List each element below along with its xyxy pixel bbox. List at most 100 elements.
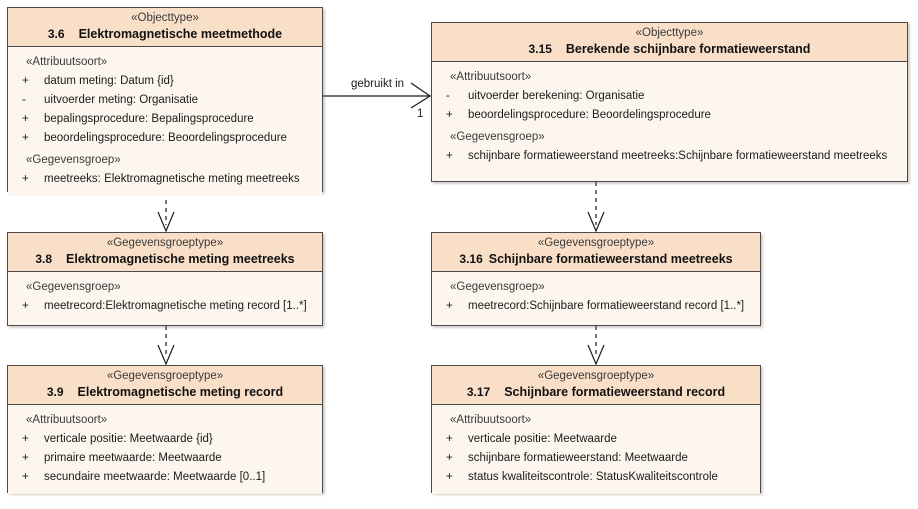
attribute-label: bepalingsprocedure: Bepalingsprocedure: [44, 113, 254, 125]
class-stereotype: «Gegevensgroeptype»: [106, 370, 224, 382]
class-number: 3.8: [35, 252, 53, 266]
class-stereotype: «Gegevensgroeptype»: [537, 370, 655, 382]
class-header: «Gegevensgroeptype» 3.16 Schijnbare forma…: [432, 233, 760, 272]
attribute-row[interactable]: + schijnbare formatieweerstand: Meetwaar…: [432, 449, 760, 468]
class-number: 3.15: [528, 42, 552, 56]
visibility-marker: +: [22, 113, 29, 125]
class-number: 3.6: [47, 27, 65, 41]
class-title-row: 3.16 Schijnbare formatieweerstand meetree…: [438, 251, 754, 267]
class-header: «Gegevensgroeptype» 3.9 Elektromagnetisch…: [8, 366, 322, 405]
visibility-marker: +: [446, 433, 453, 445]
attribute-label: meetreeks: Elektromagnetische meting mee…: [44, 173, 300, 185]
visibility-marker: +: [446, 452, 453, 464]
class-title-row: 3.17 Schijnbare formatieweerstand record: [438, 384, 754, 400]
compartment-stereotype-gegevensgroep: «Gegevensgroep»: [26, 154, 121, 166]
visibility-marker: -: [446, 90, 450, 102]
visibility-marker: +: [22, 300, 29, 312]
dependency-sfm-sfr[interactable]: [587, 326, 605, 366]
class-stereotype: «Gegevensgroeptype»: [106, 237, 224, 249]
class-box-elektromagnetische-meetmethode[interactable]: «Objecttype» 3.6 Elektromagnetische meetm…: [7, 7, 323, 196]
class-name: Elektromagnetische meting meetreeks: [66, 252, 295, 266]
visibility-marker: +: [446, 300, 453, 312]
class-stereotype: «Objecttype»: [131, 12, 199, 24]
dependency-emm-emmm[interactable]: [157, 192, 175, 233]
association-target-multiplicity: 1: [417, 108, 424, 120]
visibility-marker: -: [22, 94, 26, 106]
class-name: Elektromagnetische meting record: [77, 385, 284, 399]
attribute-label: beoordelingsprocedure: Beoordelingsproce…: [44, 132, 287, 144]
class-box-berekende-schijnbare-formatieweerstand[interactable]: «Objecttype» 3.15 Berekende schijnbare fo…: [431, 22, 908, 182]
visibility-marker: +: [22, 132, 29, 144]
attribute-label: secundaire meetwaarde: Meetwaarde [0..1]: [44, 471, 266, 483]
visibility-marker: +: [446, 150, 453, 162]
class-box-elektromagnetische-meting-record[interactable]: «Gegevensgroeptype» 3.9 Elektromagnetisch…: [7, 365, 323, 494]
class-box-schijnbare-formatieweerstand-meetreeks[interactable]: «Gegevensgroeptype» 3.16 Schijnbare forma…: [431, 232, 761, 326]
dependency-bsf-sfm[interactable]: [587, 182, 605, 233]
class-name: Schijnbare formatieweerstand record: [504, 385, 726, 399]
attribute-row[interactable]: + secundaire meetwaarde: Meetwaarde [0..…: [8, 468, 322, 487]
class-name: Schijnbare formatieweerstand meetreeks: [488, 252, 733, 266]
class-number: 3.17: [466, 385, 491, 399]
attribute-row[interactable]: + schijnbare formatieweerstand meetreeks…: [432, 147, 907, 166]
visibility-marker: +: [22, 173, 29, 185]
association-label-gebruikt-in: gebruikt in: [351, 78, 405, 90]
class-title-row: 3.9 Elektromagnetische meting record: [14, 384, 316, 400]
attribute-row[interactable]: + verticale positie: Meetwaarde: [432, 430, 760, 449]
compartment-stereotype-gegevensgroep: «Gegevensgroep»: [450, 281, 545, 293]
visibility-marker: +: [446, 471, 453, 483]
visibility-marker: +: [446, 109, 453, 121]
dependency-emmm-emr[interactable]: [157, 326, 175, 366]
attribute-label: schijnbare formatieweerstand: Meetwaarde: [468, 452, 688, 464]
class-number: 3.9: [46, 385, 64, 399]
class-body: «Attribuutsoort» + datum meting: Datum {…: [8, 47, 322, 196]
attribute-label: schijnbare formatieweerstand meetreeks:S…: [468, 150, 888, 162]
class-header: «Gegevensgroeptype» 3.8 Elektromagnetisch…: [8, 233, 322, 272]
class-body: «Attribuutsoort» + verticale positie: Me…: [8, 405, 322, 494]
attribute-row[interactable]: + beoordelingsprocedure: Beoordelingspro…: [8, 129, 322, 148]
class-name: Elektromagnetische meetmethode: [78, 27, 283, 41]
class-number: 3.16: [459, 252, 483, 266]
visibility-marker: +: [22, 433, 29, 445]
attribute-label: beoordelingsprocedure: Beoordelingsproce…: [468, 109, 711, 121]
class-stereotype: «Gegevensgroeptype»: [537, 237, 655, 249]
attribute-row[interactable]: + status kwaliteitscontrole: StatusKwali…: [432, 468, 760, 487]
class-box-elektromagnetische-meting-meetreeks[interactable]: «Gegevensgroeptype» 3.8 Elektromagnetisch…: [7, 232, 323, 326]
attribute-label: verticale positie: Meetwaarde {id}: [44, 433, 213, 445]
class-box-schijnbare-formatieweerstand-record[interactable]: «Gegevensgroeptype» 3.17 Schijnbare forma…: [431, 365, 761, 494]
attribute-row[interactable]: + primaire meetwaarde: Meetwaarde: [8, 449, 322, 468]
class-header: «Gegevensgroeptype» 3.17 Schijnbare forma…: [432, 366, 760, 405]
attribute-label: meetrecord:Elektromagnetische meting rec…: [44, 300, 307, 312]
class-body: «Gegevensgroep» + meetrecord:Elektromagn…: [8, 272, 322, 323]
attribute-row[interactable]: + bepalingsprocedure: Bepalingsprocedure: [8, 110, 322, 129]
compartment-stereotype-attribuutsoort: «Attribuutsoort»: [26, 414, 108, 426]
compartment-stereotype-attribuutsoort: «Attribuutsoort»: [26, 56, 108, 68]
attribute-label: uitvoerder meting: Organisatie: [44, 94, 199, 106]
attribute-row[interactable]: + beoordelingsprocedure: Beoordelingspro…: [432, 106, 907, 125]
visibility-marker: +: [22, 471, 29, 483]
attribute-row[interactable]: + verticale positie: Meetwaarde {id}: [8, 430, 322, 449]
visibility-marker: +: [22, 75, 29, 87]
attribute-row[interactable]: - uitvoerder berekening: Organisatie: [432, 87, 907, 106]
compartment-stereotype-gegevensgroep: «Gegevensgroep»: [26, 281, 121, 293]
attribute-row[interactable]: + meetrecord:Schijnbare formatieweerstan…: [432, 297, 760, 316]
class-body: «Attribuutsoort» + verticale positie: Me…: [432, 405, 760, 494]
class-body: «Gegevensgroep» + meetrecord:Schijnbare …: [432, 272, 760, 323]
class-name: Berekende schijnbare formatieweerstand: [565, 42, 811, 56]
visibility-marker: +: [22, 452, 29, 464]
attribute-label: meetrecord:Schijnbare formatieweerstand …: [468, 300, 745, 312]
attribute-row[interactable]: - uitvoerder meting: Organisatie: [8, 91, 322, 110]
attribute-label: uitvoerder berekening: Organisatie: [468, 90, 645, 102]
compartment-stereotype-attribuutsoort: «Attribuutsoort»: [450, 71, 532, 83]
compartment-stereotype-gegevensgroep: «Gegevensgroep»: [450, 131, 545, 143]
class-title-row: 3.15 Berekende schijnbare formatieweersta…: [438, 41, 901, 57]
class-header: «Objecttype» 3.15 Berekende schijnbare fo…: [432, 23, 907, 62]
class-header: «Objecttype» 3.6 Elektromagnetische meetm…: [8, 8, 322, 47]
class-title-row: 3.6 Elektromagnetische meetmethode: [14, 26, 316, 42]
attribute-row[interactable]: + datum meting: Datum {id}: [8, 72, 322, 91]
attribute-row[interactable]: + meetrecord:Elektromagnetische meting r…: [8, 297, 322, 316]
class-stereotype: «Objecttype»: [635, 27, 704, 39]
attribute-label: primaire meetwaarde: Meetwaarde: [44, 452, 222, 464]
class-title-row: 3.8 Elektromagnetische meting meetreeks: [14, 251, 316, 267]
attribute-row[interactable]: + meetreeks: Elektromagnetische meting m…: [8, 170, 322, 189]
